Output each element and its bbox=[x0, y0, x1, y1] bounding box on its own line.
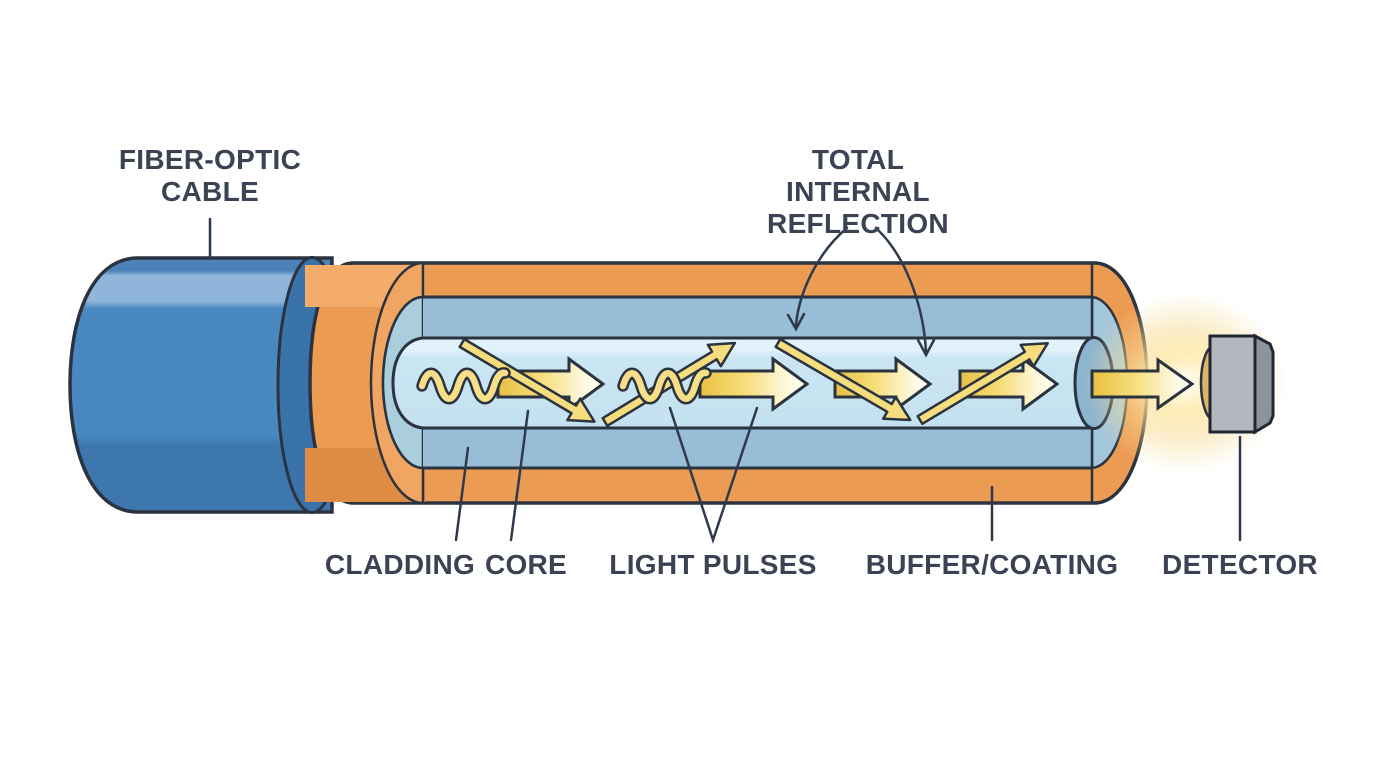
cladding-bottom-band bbox=[423, 428, 1092, 468]
core-label: CORE bbox=[484, 549, 568, 580]
reflected-ray-arrow bbox=[458, 337, 596, 423]
total-internal-reflection-label: TOTAL INTERNAL REFLECTION bbox=[767, 144, 949, 239]
jacket-shape bbox=[68, 256, 334, 514]
exit-light-arrow bbox=[1090, 357, 1195, 411]
leader-lines bbox=[208, 217, 1242, 544]
cladding-top-band bbox=[423, 297, 1092, 338]
detector-label: DETECTOR bbox=[1162, 549, 1318, 580]
tir-arrow-left bbox=[794, 226, 849, 327]
leader-line-light-pulses bbox=[668, 406, 759, 544]
light-pulse-squiggles bbox=[416, 367, 712, 405]
detector-side bbox=[1253, 333, 1275, 435]
light-pulse-arrow bbox=[496, 356, 606, 412]
reflected-rays bbox=[458, 337, 1049, 428]
light-pulses-label: LIGHT PULSES bbox=[609, 549, 817, 580]
reflected-ray-arrow bbox=[601, 341, 737, 428]
light-pulse-arrow bbox=[698, 356, 810, 412]
leader-line-cladding bbox=[454, 446, 470, 542]
tir-arrowhead-left bbox=[786, 312, 806, 332]
reflected-ray-arrow bbox=[916, 342, 1049, 426]
detector-body bbox=[1208, 334, 1257, 434]
light-pulse-arrow bbox=[958, 356, 1060, 412]
fiber-optic-cable-label: FIBER-OPTIC CABLE bbox=[118, 144, 302, 207]
tir-arrow-right bbox=[874, 226, 928, 354]
tir-arrowhead-right bbox=[916, 338, 936, 358]
leader-line-core bbox=[509, 409, 530, 542]
light-pulse-squiggle-icon bbox=[619, 369, 710, 402]
buffer-coating-label: BUFFER/COATING bbox=[865, 549, 1119, 580]
light-pulse-squiggle-icon bbox=[418, 369, 509, 402]
reflected-ray-arrow bbox=[774, 337, 912, 422]
cladding-label: CLADDING bbox=[324, 549, 476, 580]
